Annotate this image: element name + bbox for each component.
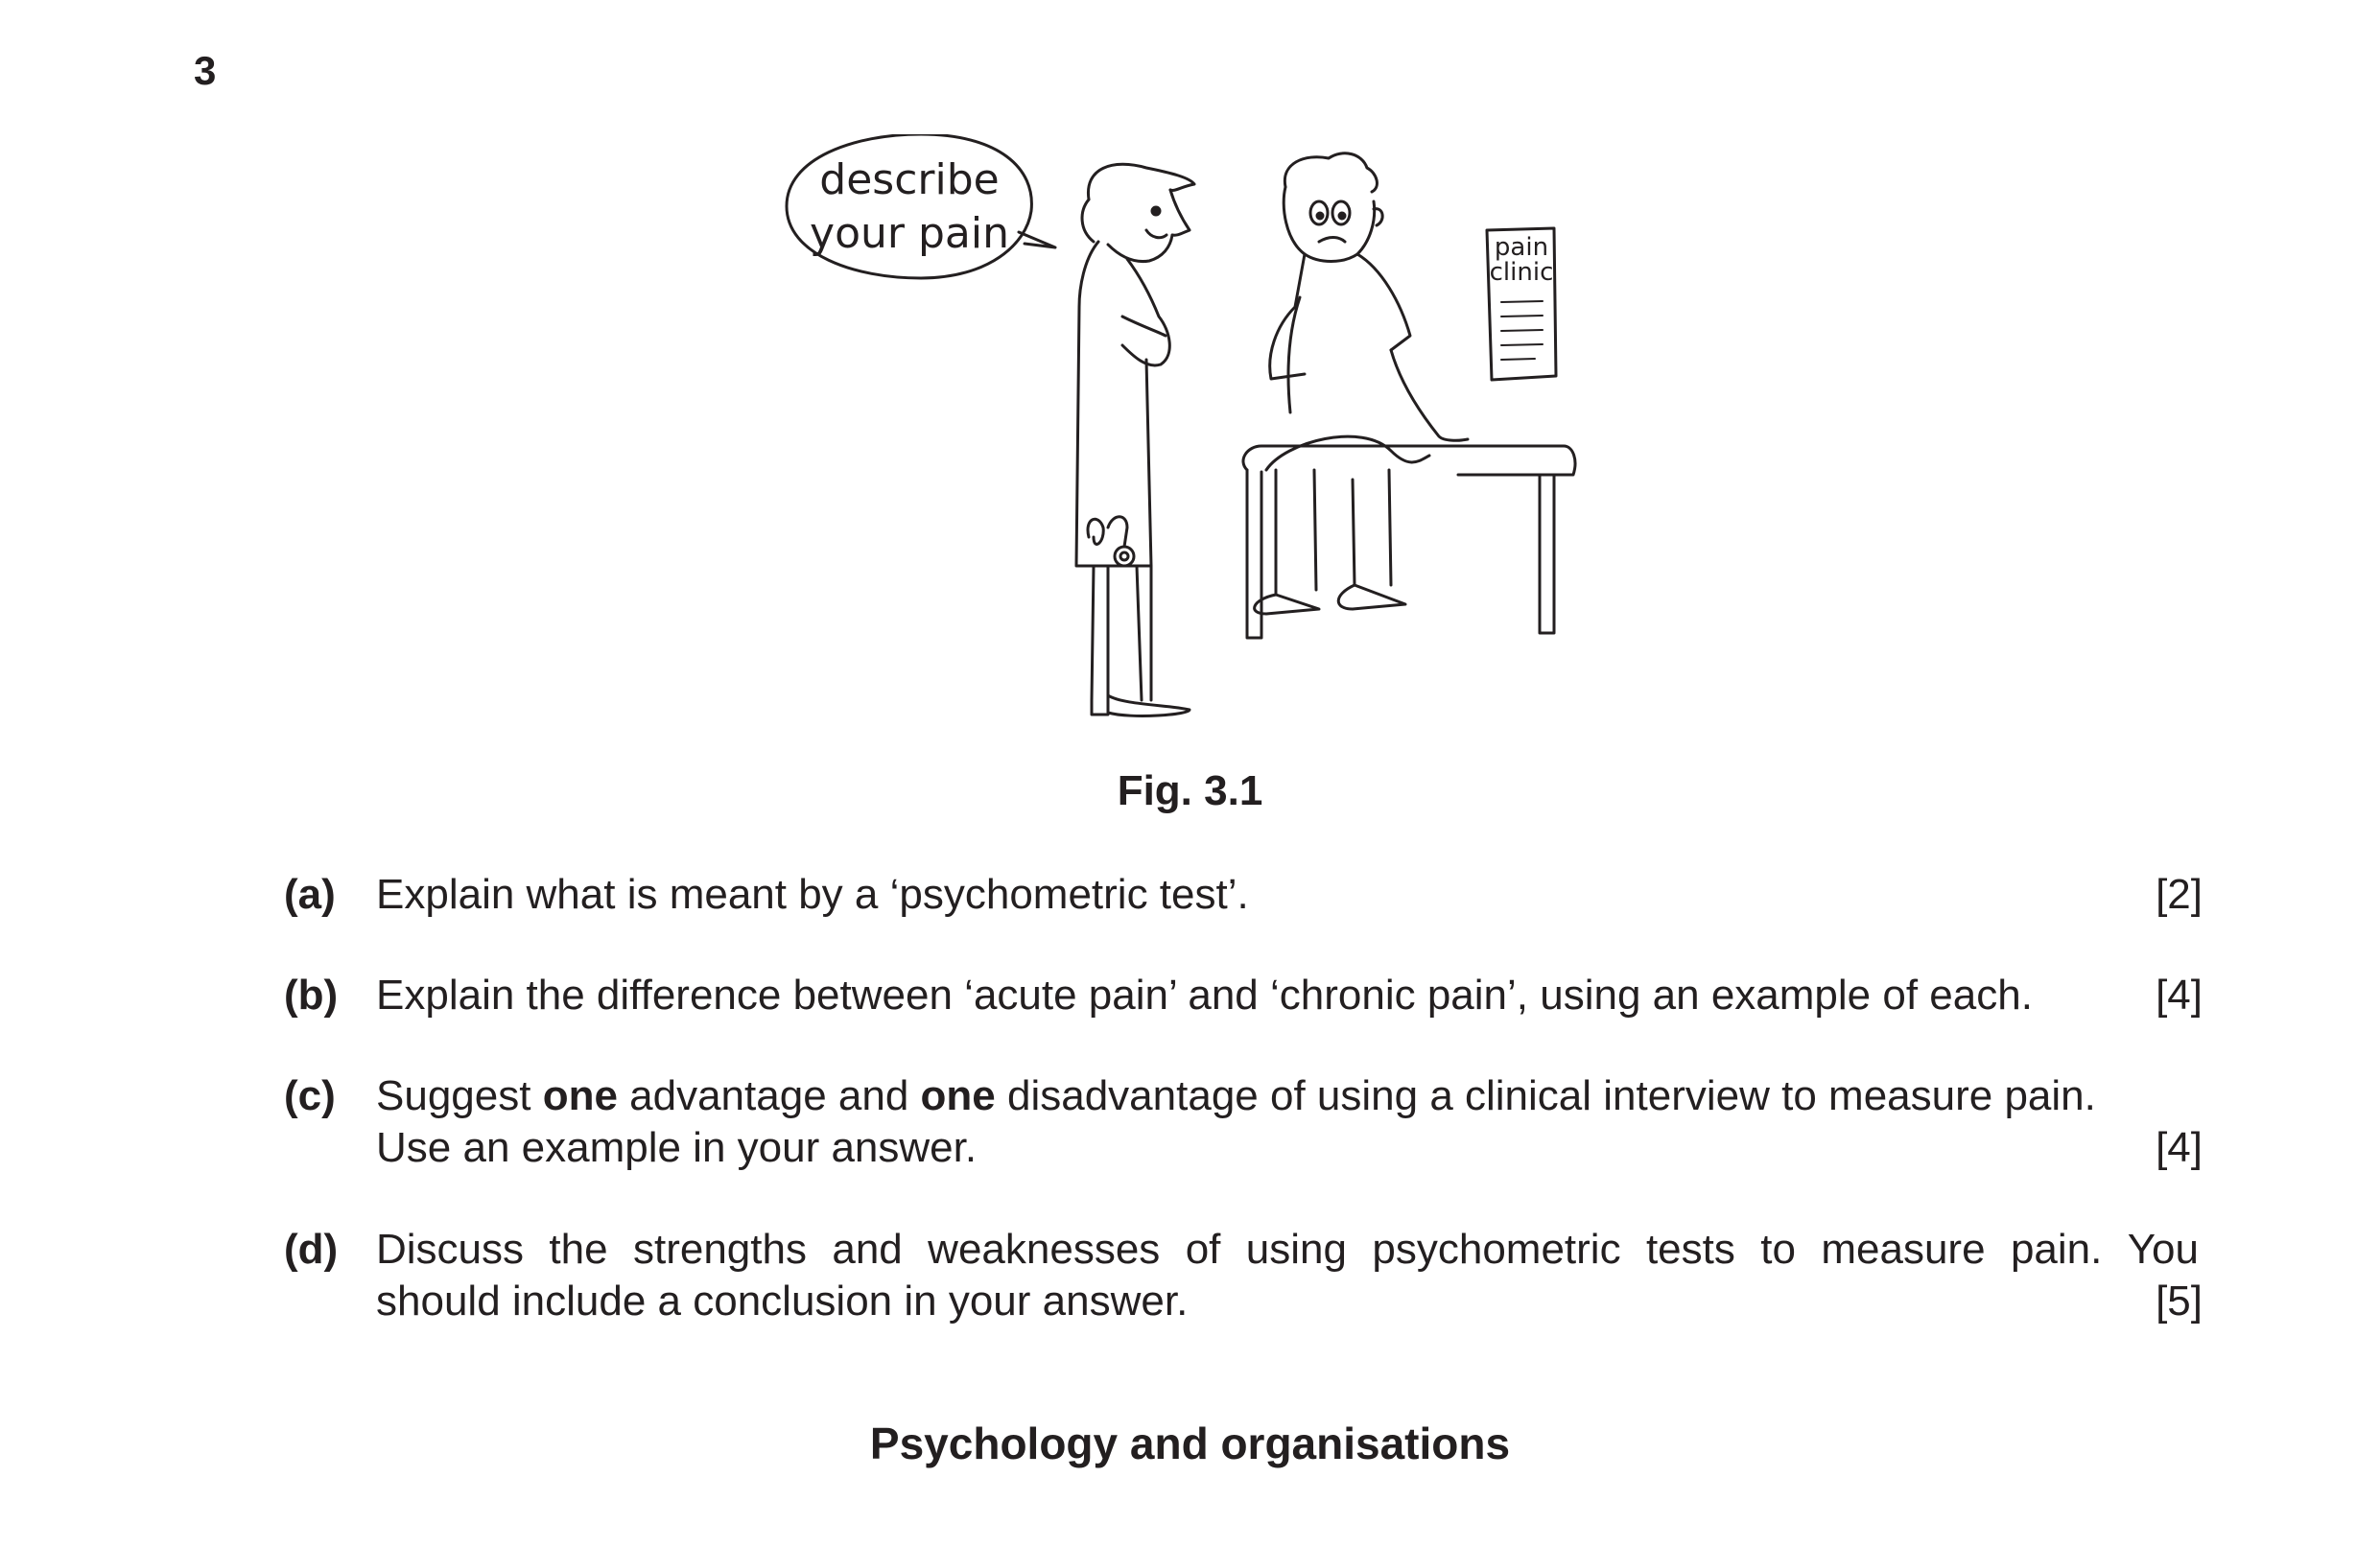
question-b-mark: [4] — [2156, 972, 2203, 1019]
speech-bubble: describe your pain — [785, 132, 1057, 280]
question-a-text: Explain what is meant by a ‘psychometric… — [376, 871, 1249, 918]
question-c-label: (c) — [284, 1072, 336, 1119]
question-a-body: Explain what is meant by a ‘psychometric… — [376, 869, 2199, 921]
question-c-line-1: Suggest one advantage and one disadvanta… — [376, 1072, 2096, 1119]
question-d-word: to — [1760, 1226, 1796, 1273]
poster-line-1: pain — [1495, 233, 1548, 262]
figure-illustration: describe your pain — [767, 132, 1592, 739]
question-d-word: weaknesses — [928, 1226, 1161, 1273]
question-b-body: Explain the difference between ‘acute pa… — [376, 970, 2199, 1021]
patient-figure — [1253, 152, 1470, 616]
question-b-label: (b) — [284, 972, 339, 1019]
question-d-word: measure — [1821, 1226, 1986, 1273]
question-c-mark: [4] — [2156, 1124, 2203, 1171]
question-d-word: You — [2127, 1226, 2199, 1273]
question-c-body: Suggest one advantage and one disadvanta… — [376, 1070, 2199, 1174]
question-b-text: Explain the difference between ‘acute pa… — [376, 972, 2033, 1019]
page-number: 3 — [194, 48, 217, 93]
examination-bench — [1241, 444, 1577, 640]
question-c-line-2: Use an example in your answer. — [376, 1124, 978, 1171]
question-d-mark: [5] — [2156, 1278, 2203, 1325]
stethoscope-icon — [1086, 515, 1136, 568]
speech-bubble-line-1: describe — [819, 155, 999, 204]
doctor-patient-illustration: describe your pain — [785, 132, 1577, 717]
speech-bubble-line-2: your pain — [810, 209, 1009, 258]
question-d-line-2: should include a conclusion in your answ… — [376, 1278, 1189, 1325]
question-d-word: and — [832, 1226, 903, 1273]
poster-line-2: clinic — [1490, 258, 1554, 287]
question-d-word: the — [549, 1226, 608, 1273]
question-d-word: tests — [1645, 1226, 1735, 1273]
section-heading: Psychology and organisations — [869, 1419, 1511, 1468]
question-d-word: using — [1245, 1226, 1347, 1273]
question-a-label: (a) — [284, 871, 336, 918]
question-a-mark: [2] — [2156, 871, 2203, 918]
question-d-word: of — [1185, 1226, 1221, 1273]
doctor-figure — [1074, 162, 1196, 717]
question-d-word: psychometric — [1372, 1226, 1621, 1273]
question-d-word: Discuss — [376, 1226, 525, 1273]
question-d-word: pain. — [2010, 1226, 2103, 1273]
question-d-label: (d) — [284, 1226, 339, 1273]
question-d-word: strengths — [632, 1226, 807, 1273]
pain-clinic-poster: pain clinic — [1485, 226, 1558, 382]
figure-caption: Fig. 3.1 — [1117, 767, 1263, 814]
